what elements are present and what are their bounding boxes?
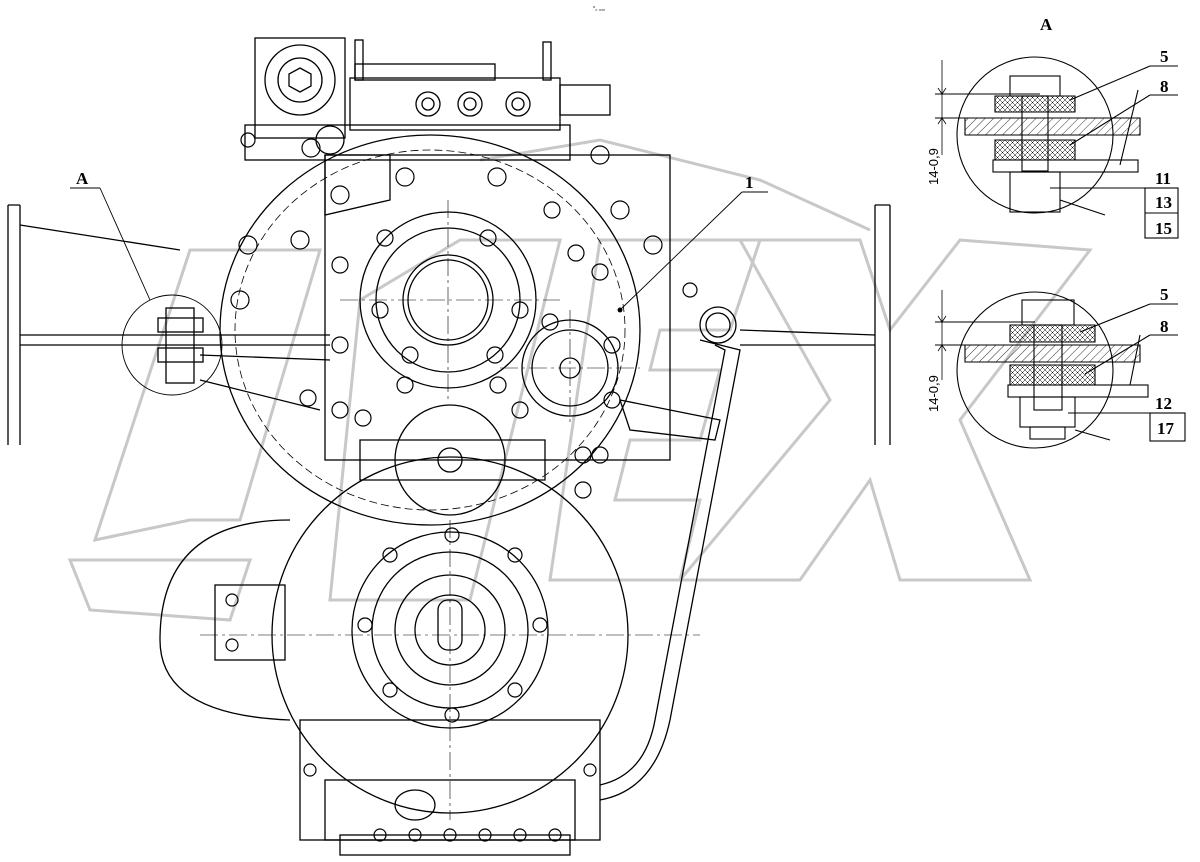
detail-bottom xyxy=(935,290,1186,449)
detail-bottom-callout-8: 8 xyxy=(1160,317,1169,336)
detail-top-callout-8: 8 xyxy=(1160,77,1169,96)
detail-top-callout-15: 15 xyxy=(1155,219,1172,238)
tiny-caption: °₀ ₀₀₀ xyxy=(593,5,605,12)
detail-bottom-callout-17: 17 xyxy=(1157,419,1175,438)
main-callout-label: 1 xyxy=(745,173,754,192)
bolt-pattern xyxy=(225,132,698,842)
detail-title: A xyxy=(1040,15,1053,34)
main-leader xyxy=(617,191,768,313)
detail-top-callout-11: 11 xyxy=(1155,169,1171,188)
detail-top-dimension: 14-0,9 xyxy=(926,148,941,185)
machine-outline xyxy=(7,37,891,856)
detail-top-callout-13: 13 xyxy=(1155,193,1172,212)
detail-bottom-callout-5: 5 xyxy=(1160,285,1169,304)
detail-top xyxy=(935,56,1179,239)
view-marker-label: A xyxy=(76,169,89,188)
detail-bottom-callout-12: 12 xyxy=(1155,394,1172,413)
view-marker-leader xyxy=(70,187,151,301)
center-lines xyxy=(200,200,700,820)
detail-bottom-dimension: 14-0,9 xyxy=(926,375,941,412)
detail-top-callout-5: 5 xyxy=(1160,47,1169,66)
